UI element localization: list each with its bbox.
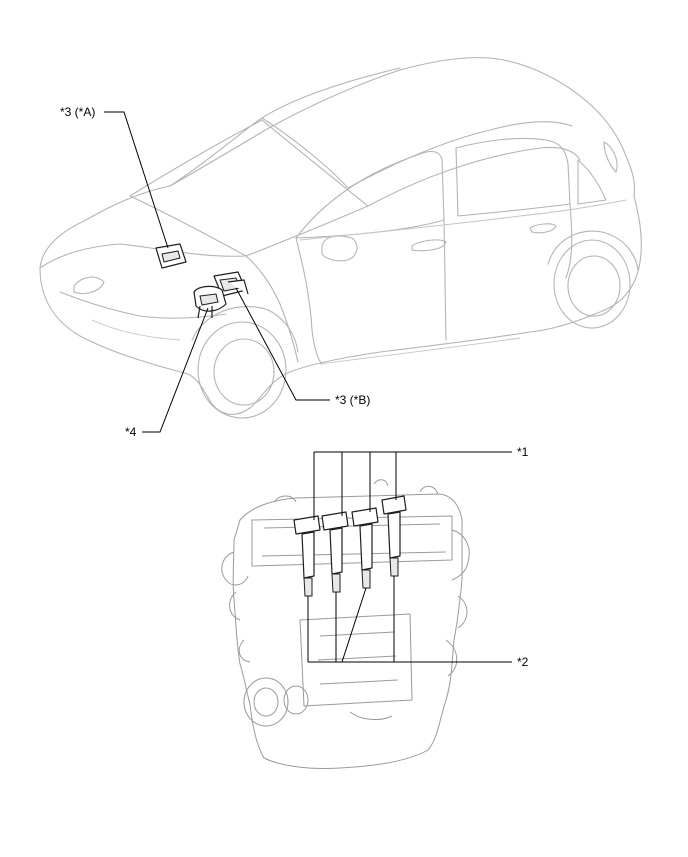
callout-ignition-coil: *1 — [517, 445, 529, 459]
callout-item-4: *4 — [125, 425, 137, 439]
ignition-coil-1 — [293, 515, 321, 597]
engine-illustration — [221, 479, 470, 769]
callout-ecm-a: *3 (*A) — [60, 105, 96, 119]
ecm-connector-a — [155, 243, 187, 269]
ignition-coil-4 — [381, 495, 407, 577]
callout-spark-plug: *2 — [517, 655, 529, 669]
ignition-coil-3 — [351, 507, 379, 589]
leader-lines — [104, 111, 512, 663]
item-4-part — [193, 285, 227, 319]
ignition-coil-2 — [321, 511, 349, 593]
callout-ecm-b: *3 (*B) — [335, 393, 371, 407]
vehicle-illustration — [39, 57, 642, 419]
